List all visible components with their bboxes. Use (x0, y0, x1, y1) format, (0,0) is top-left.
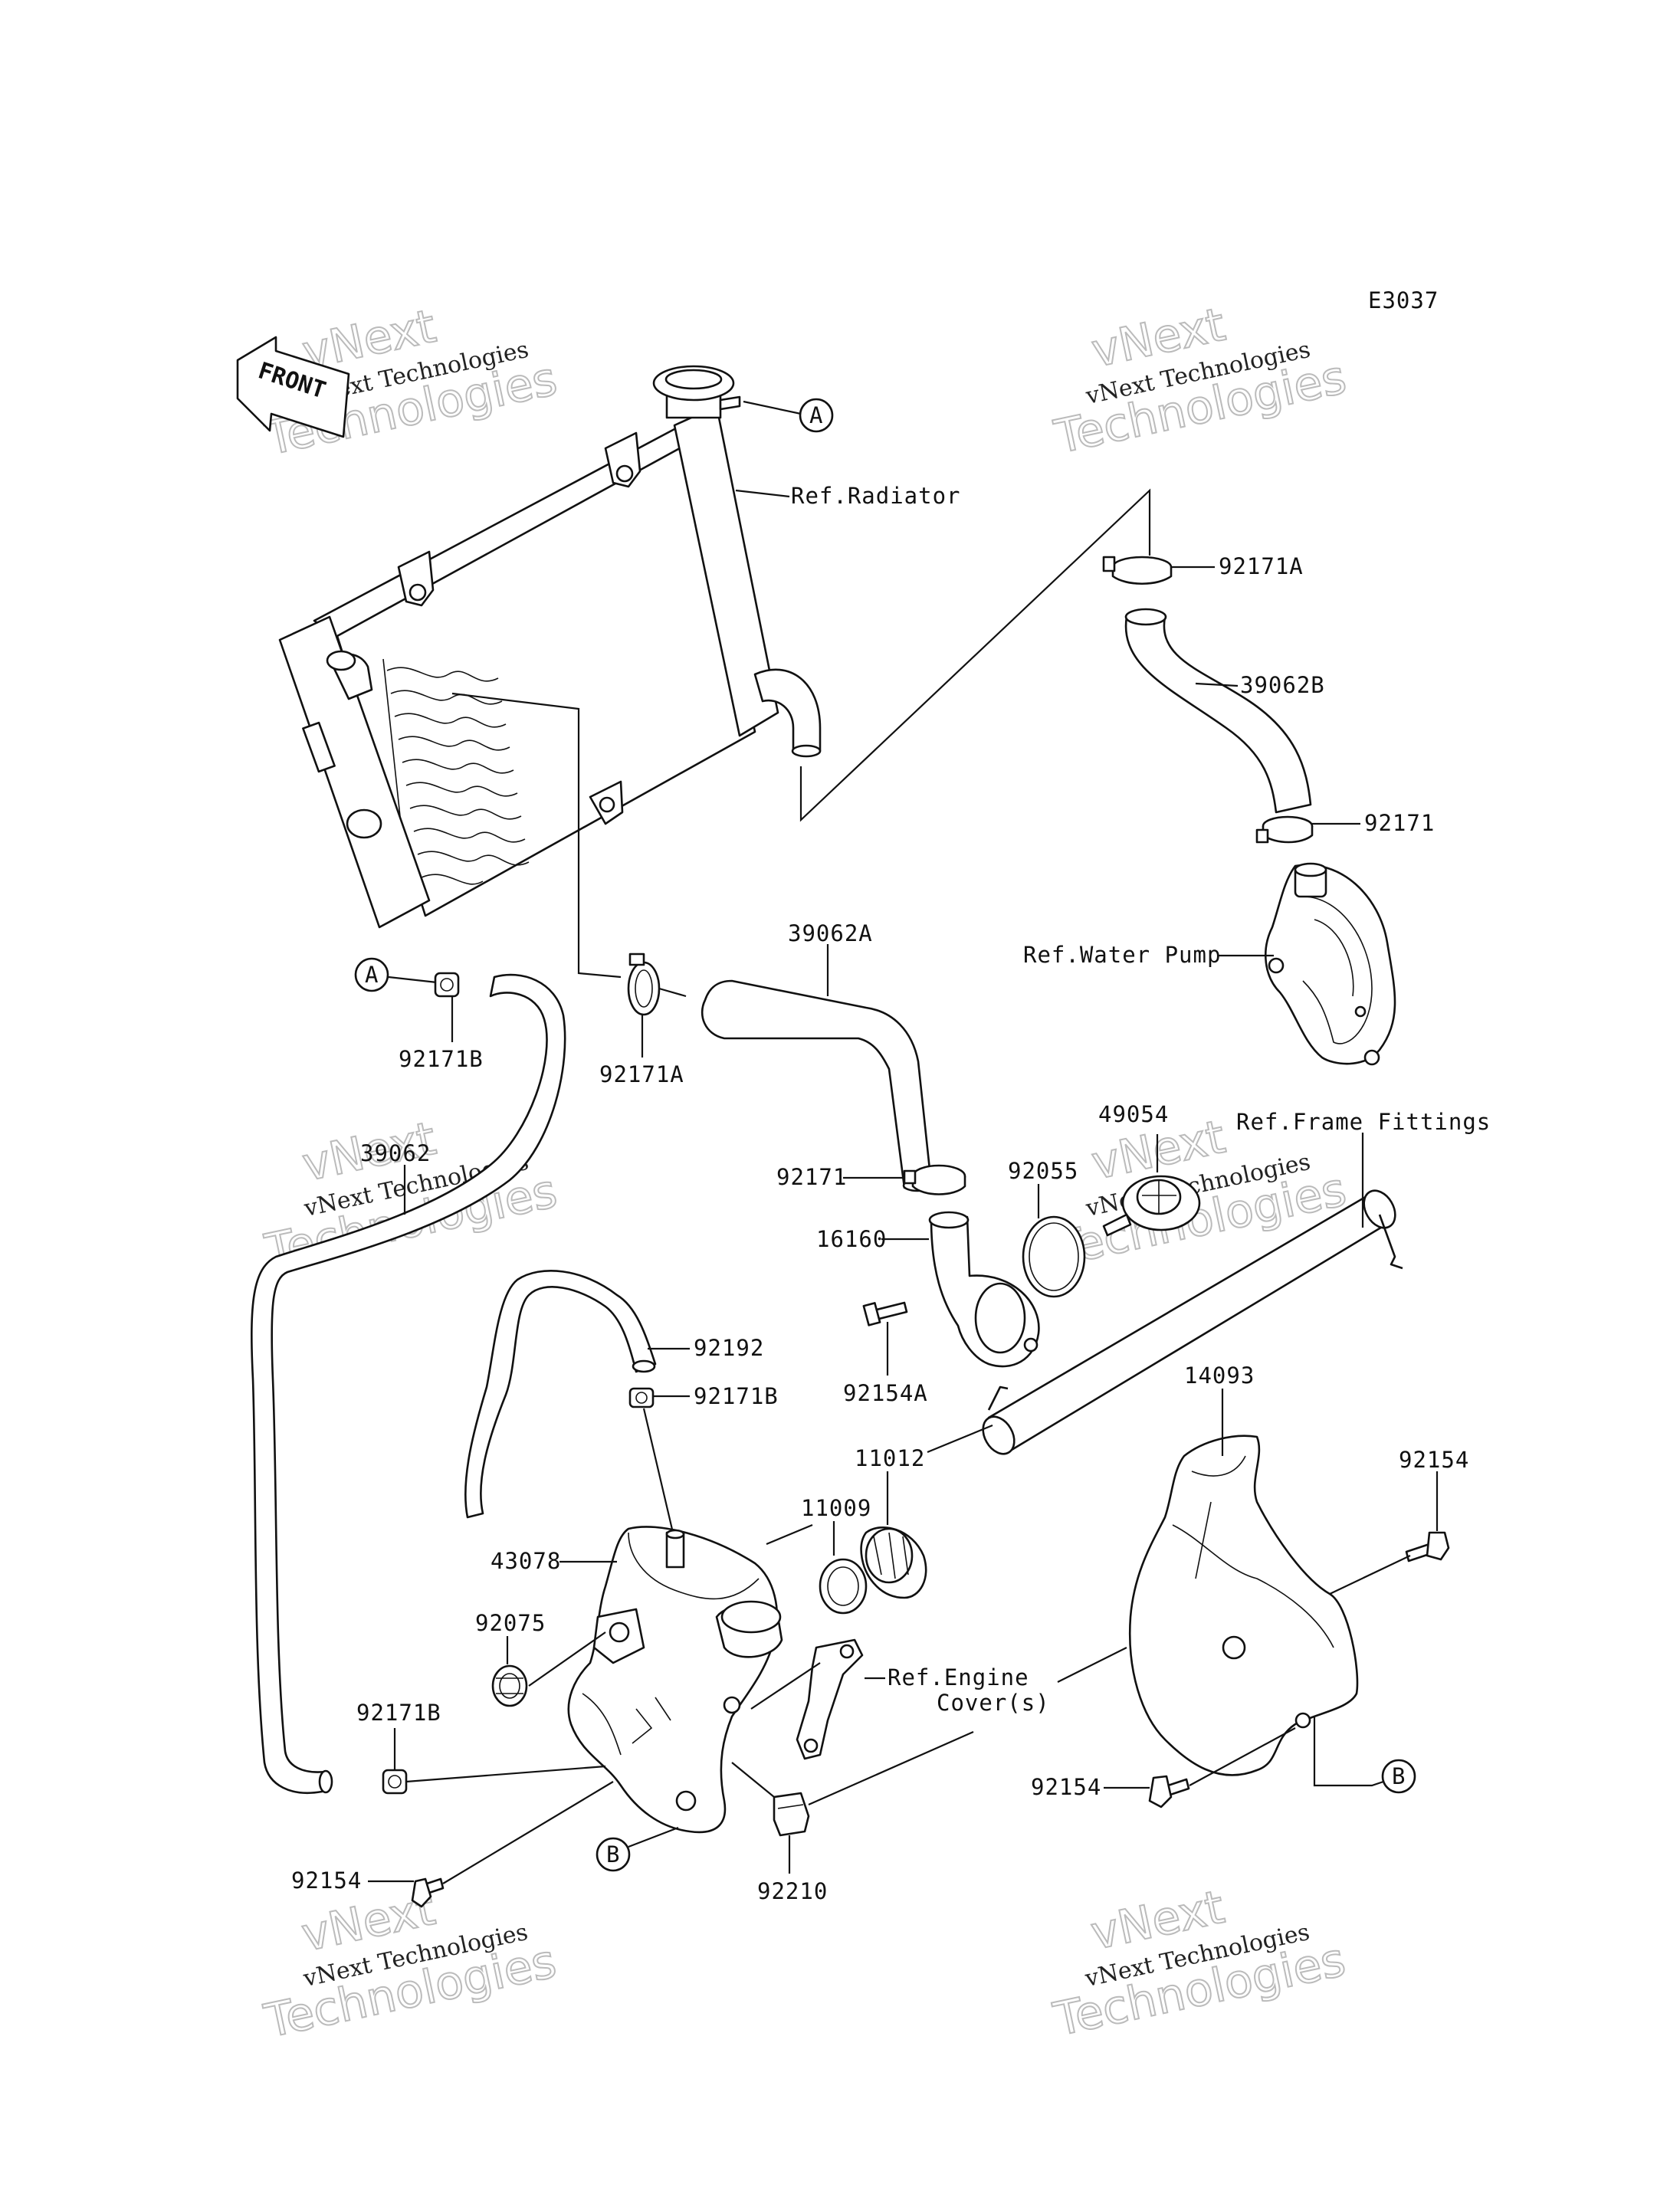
label-92171b-left: 92171B (399, 1046, 484, 1072)
label-92154-low-left: 92154 (291, 1867, 362, 1894)
hose-39062a (701, 979, 933, 1189)
leader-line (1189, 1727, 1296, 1786)
cap-11012 (860, 1526, 927, 1599)
leader-line (451, 692, 622, 979)
leader-line (642, 1408, 674, 1533)
leader-line (388, 976, 438, 984)
engine-cover-bracket (796, 1638, 864, 1760)
radiator (278, 365, 822, 929)
hose-92192 (464, 1270, 657, 1519)
bolt-92154-right (1405, 1531, 1450, 1562)
label-92154a: 92154A (843, 1380, 928, 1406)
reservoir-tank-43078 (567, 1526, 783, 1834)
ref-radiator-label: Ref.Radiator (791, 483, 961, 509)
front-arrow-icon: FRONT (236, 336, 350, 438)
clamp-92171a-top (1102, 556, 1173, 585)
bolt-92154-low-right (1148, 1775, 1190, 1808)
label-43078: 43078 (491, 1548, 561, 1574)
leader-line (808, 1730, 974, 1806)
bolt-92154-low-left (411, 1877, 445, 1908)
hose-39062b (1124, 615, 1312, 814)
leader-line (799, 488, 1151, 822)
ref-engine-cover-label-2: Cover(s) (937, 1690, 1050, 1716)
label-39062: 39062 (360, 1140, 431, 1166)
leader-line (927, 1424, 993, 1454)
watermark-bottom-right: vNext Technologies vNext Technologies (1048, 1880, 1351, 2048)
leader-line (743, 400, 802, 415)
label-92171b-low: 92171B (356, 1700, 441, 1726)
watermark-mid-left: vNext Technologies vNext Technologies (260, 1111, 563, 1279)
clamp-92171a-mid (627, 953, 661, 1016)
label-49054: 49054 (1098, 1101, 1169, 1127)
clamp-92171-right (1255, 815, 1314, 844)
label-39062a: 39062A (788, 920, 873, 946)
clip-92210 (773, 1792, 810, 1837)
ref-frame-fittings-label: Ref.Frame Fittings (1236, 1109, 1491, 1135)
label-39062b: 39062B (1240, 672, 1325, 698)
clamp-92171b-mid (628, 1387, 655, 1408)
bolt-92154a (862, 1301, 908, 1326)
label-92075: 92075 (475, 1610, 546, 1636)
label-11009: 11009 (801, 1495, 871, 1521)
label-14093: 14093 (1184, 1362, 1255, 1389)
label-92154-right: 92154 (1399, 1447, 1469, 1473)
leader-line (1057, 1647, 1127, 1683)
label-92171-right: 92171 (1364, 810, 1435, 836)
callout-b-label: B (1392, 1763, 1406, 1789)
callout-a-label: A (365, 962, 379, 988)
leader-line (731, 1762, 775, 1798)
leader-line (735, 489, 790, 498)
ref-water-pump-label: Ref.Water Pump (1023, 942, 1221, 968)
watermark-top-right: vNext Technologies vNext Technologies (1049, 297, 1352, 465)
label-92171b-mid: 92171B (694, 1383, 779, 1409)
water-pump-cover (1264, 862, 1396, 1066)
callout-b-label: B (606, 1841, 620, 1867)
label-92154-low-right: 92154 (1031, 1774, 1101, 1800)
leader-line (766, 1523, 813, 1546)
callout-a-top (799, 398, 834, 433)
thermostat-49054 (1102, 1175, 1201, 1237)
label-92210: 92210 (757, 1878, 828, 1904)
label-92171a-mid: 92171A (599, 1061, 684, 1087)
leader-line (628, 1826, 679, 1848)
label-92055: 92055 (1008, 1158, 1078, 1184)
cover-14093 (1129, 1435, 1359, 1776)
label-11012: 11012 (855, 1445, 925, 1471)
leader-line (528, 1631, 606, 1687)
clamp-92171b-low (382, 1769, 408, 1795)
leader-line (750, 1662, 821, 1710)
leader-line (1329, 1555, 1411, 1595)
diagram-code: E3037 (1368, 287, 1439, 313)
clamp-92171b-left (434, 972, 460, 998)
leader-line (1195, 682, 1239, 687)
o-ring-92055 (1022, 1215, 1086, 1298)
label-16160: 16160 (816, 1226, 887, 1252)
leader-line (658, 987, 687, 998)
leader-line (1313, 1717, 1384, 1787)
callout-b-right (1381, 1759, 1416, 1794)
grommet-92075 (491, 1664, 528, 1707)
callout-b-left (596, 1837, 631, 1872)
label-92192: 92192 (694, 1335, 764, 1361)
label-92171-mid: 92171 (776, 1164, 847, 1190)
clamp-92171-mid (903, 1164, 966, 1195)
leader-line (442, 1781, 614, 1884)
leader-line (405, 1765, 606, 1783)
label-92171a-top: 92171A (1219, 553, 1304, 579)
ref-engine-cover-label-1: Ref.Engine (888, 1664, 1029, 1690)
callout-a-left (354, 957, 389, 992)
callout-a-label: A (809, 402, 823, 428)
thermostat-housing-16160 (928, 1211, 1040, 1368)
